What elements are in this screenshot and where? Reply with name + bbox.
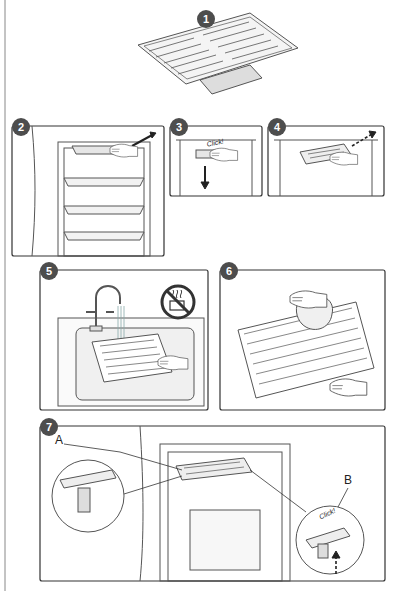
- refit-drawing: [52, 426, 364, 581]
- step-number: 6: [220, 262, 238, 280]
- step-number: 1: [197, 10, 215, 28]
- step-number-text: 7: [46, 421, 52, 433]
- refit-drawing: [140, 426, 143, 581]
- refit-drawing: [184, 462, 244, 474]
- tray-removal-drawing: [274, 140, 378, 196]
- no-hot-water-sign: [167, 291, 189, 313]
- refit-drawing: [190, 510, 260, 570]
- panel-frame: [12, 126, 385, 581]
- fridge-drawing: [58, 142, 150, 256]
- refit-drawing: [296, 506, 364, 574]
- detail-letter: B: [344, 474, 352, 486]
- step-number-text: 5: [46, 265, 52, 277]
- tray-drawing: [200, 65, 262, 94]
- refit-drawing: [168, 452, 282, 581]
- panel-frame: [220, 270, 385, 410]
- refit-drawing: [78, 488, 90, 512]
- step-number-text: 3: [176, 121, 182, 133]
- page-margin: [5, 0, 6, 591]
- sink-drawing: [90, 326, 102, 331]
- fridge-drawing: [64, 148, 144, 256]
- refit-drawing: [60, 470, 116, 488]
- panel-frame: [40, 426, 385, 581]
- refit-drawing: [332, 551, 340, 558]
- refit-drawing: [124, 470, 306, 512]
- fridge-drawing: [32, 126, 35, 256]
- refit-drawing: [52, 460, 124, 532]
- step-number-text: 6: [226, 265, 232, 277]
- clip-drawing: [176, 140, 256, 196]
- fridge-drawing: [32, 126, 156, 256]
- refit-drawing: [318, 544, 328, 558]
- hand: [110, 144, 138, 157]
- sink-drawing: [96, 286, 120, 330]
- clip-drawing: [204, 166, 206, 184]
- step-number: 5: [40, 262, 58, 280]
- refit-drawing: [176, 458, 252, 480]
- hand: [290, 291, 327, 308]
- tray-drawing: [138, 13, 298, 84]
- sound-cue: Click!: [206, 137, 224, 147]
- tray-removal-drawing: [274, 131, 378, 196]
- sink-drawing: [58, 318, 204, 406]
- refit-drawing: [160, 444, 290, 581]
- tray-drawing: [144, 17, 292, 79]
- hand: [330, 152, 358, 165]
- detail-letter: A: [55, 434, 63, 446]
- tray-drawing: [149, 22, 278, 74]
- sink-drawing: [76, 328, 194, 400]
- page-margin: [5, 0, 6, 591]
- clip-drawing: [176, 140, 256, 196]
- tray-removal-drawing: [369, 131, 376, 138]
- hand: [330, 379, 367, 396]
- hand: [158, 356, 188, 370]
- step-number-text: 1: [203, 13, 209, 25]
- sink-drawing: [86, 311, 114, 313]
- fridge-drawing: [150, 132, 156, 138]
- step-number: 4: [268, 118, 286, 136]
- tray-removal-drawing: [352, 134, 372, 146]
- panel-frame: [170, 126, 262, 196]
- fridge-drawing: [132, 134, 154, 146]
- clip-drawing: [201, 182, 209, 189]
- step-number: 3: [170, 118, 188, 136]
- step-number-text: 2: [18, 121, 24, 133]
- sound-cue: Click!: [318, 507, 336, 521]
- no-hot-water-sign: [162, 286, 194, 318]
- hand: [210, 148, 238, 161]
- refit-drawing: [335, 556, 337, 574]
- refit-drawing: [64, 444, 348, 507]
- sink-drawing: [92, 334, 172, 382]
- step-number: 2: [12, 118, 30, 136]
- sink-drawing: [58, 286, 204, 406]
- step-number-text: 4: [274, 121, 280, 133]
- fridge-drawing: [64, 178, 144, 240]
- panel-frame: [40, 270, 208, 410]
- panel-frame: [268, 126, 384, 196]
- panel-frame: [12, 126, 164, 256]
- drying-drawing: [238, 296, 374, 398]
- tray-drawing: [138, 13, 298, 94]
- sink-drawing: [100, 340, 166, 374]
- no-hot-water-sign: [162, 286, 194, 318]
